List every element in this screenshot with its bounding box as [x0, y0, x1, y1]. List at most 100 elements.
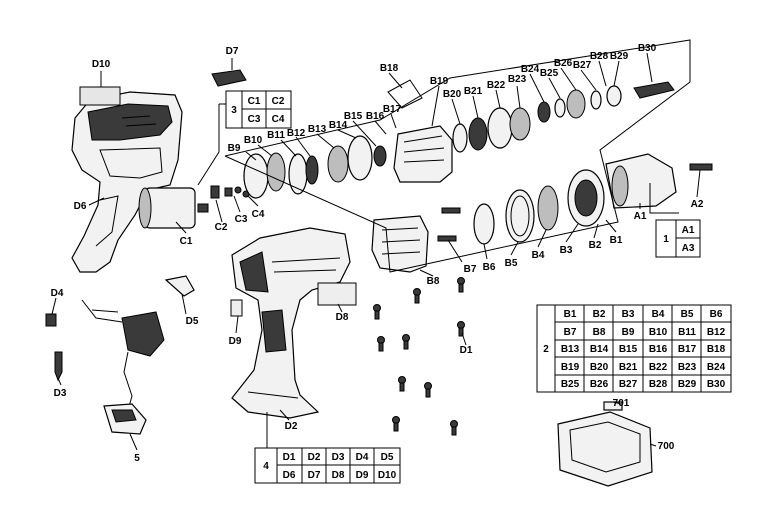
label-b6: B6: [483, 262, 496, 273]
label-b3: B3: [560, 245, 573, 256]
table-cell: C3: [248, 114, 261, 125]
label-b14: B14: [329, 120, 348, 131]
table-group-4: 4 D1 D2 D3 D4 D5 D6 D7 D8 D9 D10: [254, 447, 401, 484]
bit-d3: [54, 351, 63, 382]
table-group-1: 1 A1 A3: [655, 219, 701, 258]
table-cell: B21: [619, 362, 638, 373]
label-d9: D9: [229, 336, 242, 347]
housing-left-half: [71, 91, 183, 273]
label-b7: B7: [464, 264, 477, 275]
label-b24: B24: [521, 64, 540, 75]
screws-d1: [373, 277, 465, 436]
table-cell: B26: [590, 379, 609, 390]
label-b8: B8: [427, 276, 440, 287]
label-b12: B12: [287, 128, 306, 139]
table-key: 3: [231, 105, 237, 116]
label-b20: B20: [443, 89, 462, 100]
label-700: 700: [658, 441, 675, 452]
table-cell: D10: [378, 470, 397, 481]
table-cell: D2: [308, 452, 321, 463]
table-cell: B28: [649, 379, 668, 390]
table-key: 4: [263, 461, 269, 472]
table-cell: B2: [593, 309, 606, 320]
table-cell: C4: [272, 114, 285, 125]
label-b28: B28: [590, 51, 609, 62]
label-b29: B29: [610, 51, 629, 62]
table-group-3: 3 C1 C2 C3 C4: [225, 90, 292, 129]
table-cell: D3: [332, 452, 345, 463]
table-cell: B6: [710, 309, 723, 320]
table-cell: D7: [308, 470, 321, 481]
table-cell: B20: [590, 362, 609, 373]
table-cell: B22: [649, 362, 668, 373]
label-b26: B26: [554, 58, 573, 69]
label-b2: B2: [589, 240, 602, 251]
label-d1: D1: [460, 345, 473, 356]
table-key: 1: [663, 234, 669, 245]
table-cell: B4: [652, 309, 665, 320]
table-cell: B19: [561, 362, 580, 373]
leader-lines: [51, 52, 701, 451]
table-cell: B3: [622, 309, 635, 320]
label-plate-d10: [79, 86, 121, 106]
table-cell: B24: [707, 362, 726, 373]
label-b19: B19: [430, 76, 449, 87]
label-b25: B25: [540, 68, 559, 79]
label-b15: B15: [344, 111, 363, 122]
table-cell: B15: [619, 344, 638, 355]
label-b16: B16: [366, 111, 385, 122]
label-b23: B23: [508, 74, 527, 85]
table-cell: D5: [381, 452, 394, 463]
table-cell: D1: [283, 452, 296, 463]
table-cell: D9: [356, 470, 369, 481]
label-b27: B27: [573, 60, 592, 71]
table-cell: B5: [681, 309, 694, 320]
switch-assembly: [81, 299, 165, 435]
label-c3: C3: [235, 214, 248, 225]
table-cell: B8: [593, 327, 606, 338]
table-cell: B12: [707, 327, 726, 338]
label-d8: D8: [336, 312, 349, 323]
label-b10: B10: [244, 135, 263, 146]
label-d5: D5: [186, 316, 199, 327]
label-b30: B30: [638, 43, 657, 54]
table-cell: C2: [272, 96, 285, 107]
label-a1: A1: [634, 211, 647, 222]
table-cell: C1: [248, 96, 261, 107]
table-cell: A1: [682, 225, 695, 236]
table-cell: B23: [678, 362, 697, 373]
table-cell: B1: [564, 309, 577, 320]
table-cell: B25: [561, 379, 580, 390]
table-key: 2: [543, 344, 549, 355]
motor-c1: [138, 187, 209, 229]
label-d7: D7: [226, 46, 239, 57]
label-d2: D2: [285, 421, 298, 432]
label-plate-d9: [230, 299, 243, 317]
label-d3: D3: [54, 388, 67, 399]
label-c2: C2: [215, 222, 228, 233]
table-cell: B11: [678, 327, 696, 338]
label-c4: C4: [252, 209, 265, 220]
label-b22: B22: [487, 80, 506, 91]
clip-d4: [45, 313, 57, 327]
table-cell: B10: [649, 327, 668, 338]
table-cell: B30: [707, 379, 726, 390]
table-cell: B7: [564, 327, 577, 338]
label-plate-d8: [317, 282, 357, 306]
table-cell: D8: [332, 470, 345, 481]
table-cell: B14: [590, 344, 609, 355]
label-b18: B18: [380, 63, 399, 74]
label-a2: A2: [691, 199, 704, 210]
label-b1: B1: [610, 235, 623, 246]
housing-right-half: [231, 227, 351, 419]
label-c1: C1: [180, 236, 193, 247]
label-b4: B4: [532, 250, 545, 261]
table-cell: B17: [678, 344, 697, 355]
part-labels: D10 D7 D6 C1 C2 C3 C4 D4 D5 D3 D9 D8 D2 …: [51, 43, 704, 464]
label-b9: B9: [228, 143, 241, 154]
table-cell: A3: [682, 243, 695, 254]
small-parts-c2-c3-c4: [210, 185, 250, 199]
label-701: 701: [613, 398, 630, 409]
table-cell: B9: [622, 327, 635, 338]
